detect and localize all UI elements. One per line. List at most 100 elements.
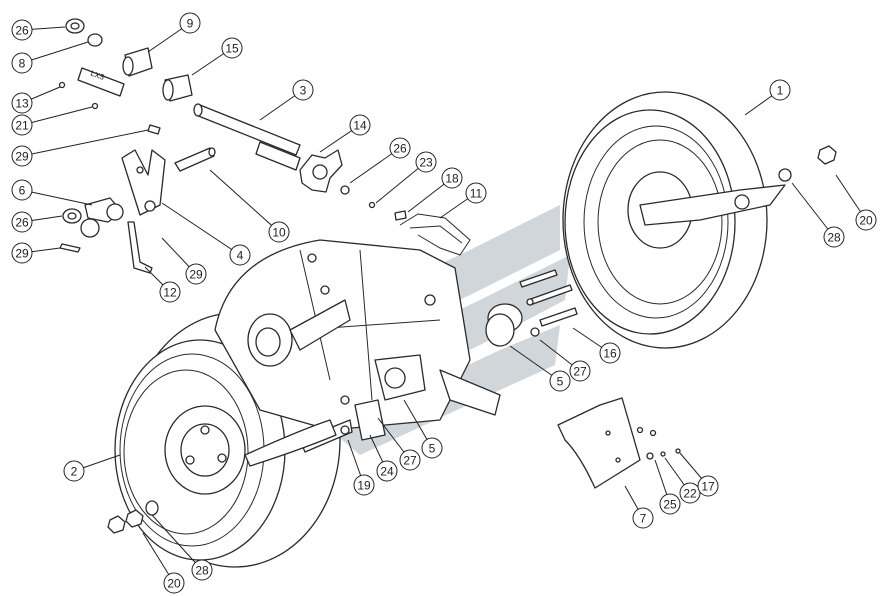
callout-number: 4 [237, 249, 244, 263]
leader-line-c4 [161, 202, 241, 256]
callout-circle [292, 79, 314, 101]
callout-number: 29 [15, 247, 29, 261]
callout-number: 25 [663, 498, 677, 512]
callout-circle [11, 114, 33, 136]
gauge-wheel-left [114, 312, 341, 568]
callout-circle [549, 370, 571, 392]
callout-c24: 24 [376, 460, 398, 482]
callout-number: 27 [403, 454, 417, 468]
axle-shaft [193, 103, 301, 171]
callout-number: 19 [357, 479, 371, 493]
callout-number: 6 [19, 184, 26, 198]
callout-c26a: 26 [11, 19, 33, 41]
callout-labels: 26 8 13 21 29 6 26 29 9 15 3 14 26 23 18 11 10 4 29 12 1 28 20… [11, 12, 877, 594]
callout-number: 20 [167, 577, 181, 591]
callout-number: 15 [225, 42, 239, 56]
callout-c11: 11 [465, 182, 487, 204]
callout-number: 24 [380, 465, 394, 479]
callout-circle [221, 37, 243, 59]
callout-c19: 19 [353, 474, 375, 496]
leader-line-c28b [151, 514, 203, 571]
callout-number: 10 [272, 226, 286, 240]
callout-c16: 16 [599, 342, 621, 364]
callout-c3: 3 [292, 79, 314, 101]
leader-line-c8 [21, 41, 89, 64]
callout-c29a: 29 [11, 145, 33, 167]
leader-line-c29a [21, 129, 149, 157]
callout-c25: 25 [659, 493, 681, 515]
callout-c12: 12 [159, 281, 181, 303]
callout-number: 8 [19, 57, 26, 71]
callout-c6: 6 [11, 179, 33, 201]
pin [174, 147, 216, 172]
callout-circle [823, 226, 845, 248]
callout-circle [229, 244, 251, 266]
callout-c8: 8 [11, 52, 33, 74]
callout-number: 16 [603, 347, 617, 361]
row-unit-frame [214, 239, 501, 467]
callout-circle [599, 342, 621, 364]
callout-number: 2 [71, 465, 78, 479]
leader-line-c21 [21, 106, 93, 126]
callout-number: 23 [419, 156, 433, 170]
callout-circle [11, 179, 33, 201]
callout-number: 3 [300, 84, 307, 98]
callout-c23: 23 [415, 151, 437, 173]
callout-number: 26 [15, 24, 29, 38]
callout-number: 7 [640, 512, 647, 526]
callout-c9: 9 [179, 12, 201, 34]
callout-c5a: 5 [549, 370, 571, 392]
callout-number: 13 [15, 97, 29, 111]
callout-c26b: 26 [11, 211, 33, 233]
callout-circle [353, 474, 375, 496]
callout-c1: 1 [769, 79, 791, 101]
callout-circle [11, 52, 33, 74]
callout-circle [399, 449, 421, 471]
callout-circle [389, 137, 411, 159]
callout-circle [659, 493, 681, 515]
callout-circle [11, 19, 33, 41]
callout-c27b: 27 [399, 449, 421, 471]
callout-circle [441, 167, 463, 189]
callout-circle [376, 460, 398, 482]
callout-c15: 15 [221, 37, 243, 59]
callout-c5b: 5 [421, 437, 443, 459]
callout-c22: 22 [679, 482, 701, 504]
star-knob [299, 149, 343, 193]
callout-number: 27 [573, 365, 587, 379]
callout-circle [465, 182, 487, 204]
callout-circle [179, 12, 201, 34]
callout-c18: 18 [441, 167, 463, 189]
callout-circle [421, 437, 443, 459]
callout-c27a: 27 [569, 360, 591, 382]
callout-circle [679, 482, 701, 504]
callout-c10: 10 [268, 221, 290, 243]
callout-circle [855, 209, 877, 231]
spring-clip [399, 213, 471, 256]
callout-c7: 7 [632, 507, 654, 529]
leader-line-c6 [21, 189, 93, 206]
callout-circle [268, 221, 290, 243]
callout-circle [63, 460, 85, 482]
leader-line-c23 [375, 161, 427, 204]
callout-number: 28 [195, 564, 209, 578]
callout-circle [697, 475, 719, 497]
callout-c13: 13 [11, 92, 33, 114]
callout-number: 21 [15, 119, 29, 133]
callout-number: 14 [353, 119, 367, 133]
callout-number: 12 [163, 286, 177, 300]
callout-number: 18 [445, 172, 459, 186]
callout-circle [569, 360, 591, 382]
callout-c20a: 20 [855, 209, 877, 231]
callout-c20b: 20 [163, 572, 185, 594]
callout-circle [11, 92, 33, 114]
callout-number: 1 [777, 84, 784, 98]
callout-c21: 21 [11, 114, 33, 136]
callout-c26c: 26 [389, 137, 411, 159]
callout-c29c: 29 [185, 263, 207, 285]
bracket [121, 149, 166, 216]
l-wrench [127, 221, 153, 274]
hub-clamp [59, 197, 124, 253]
